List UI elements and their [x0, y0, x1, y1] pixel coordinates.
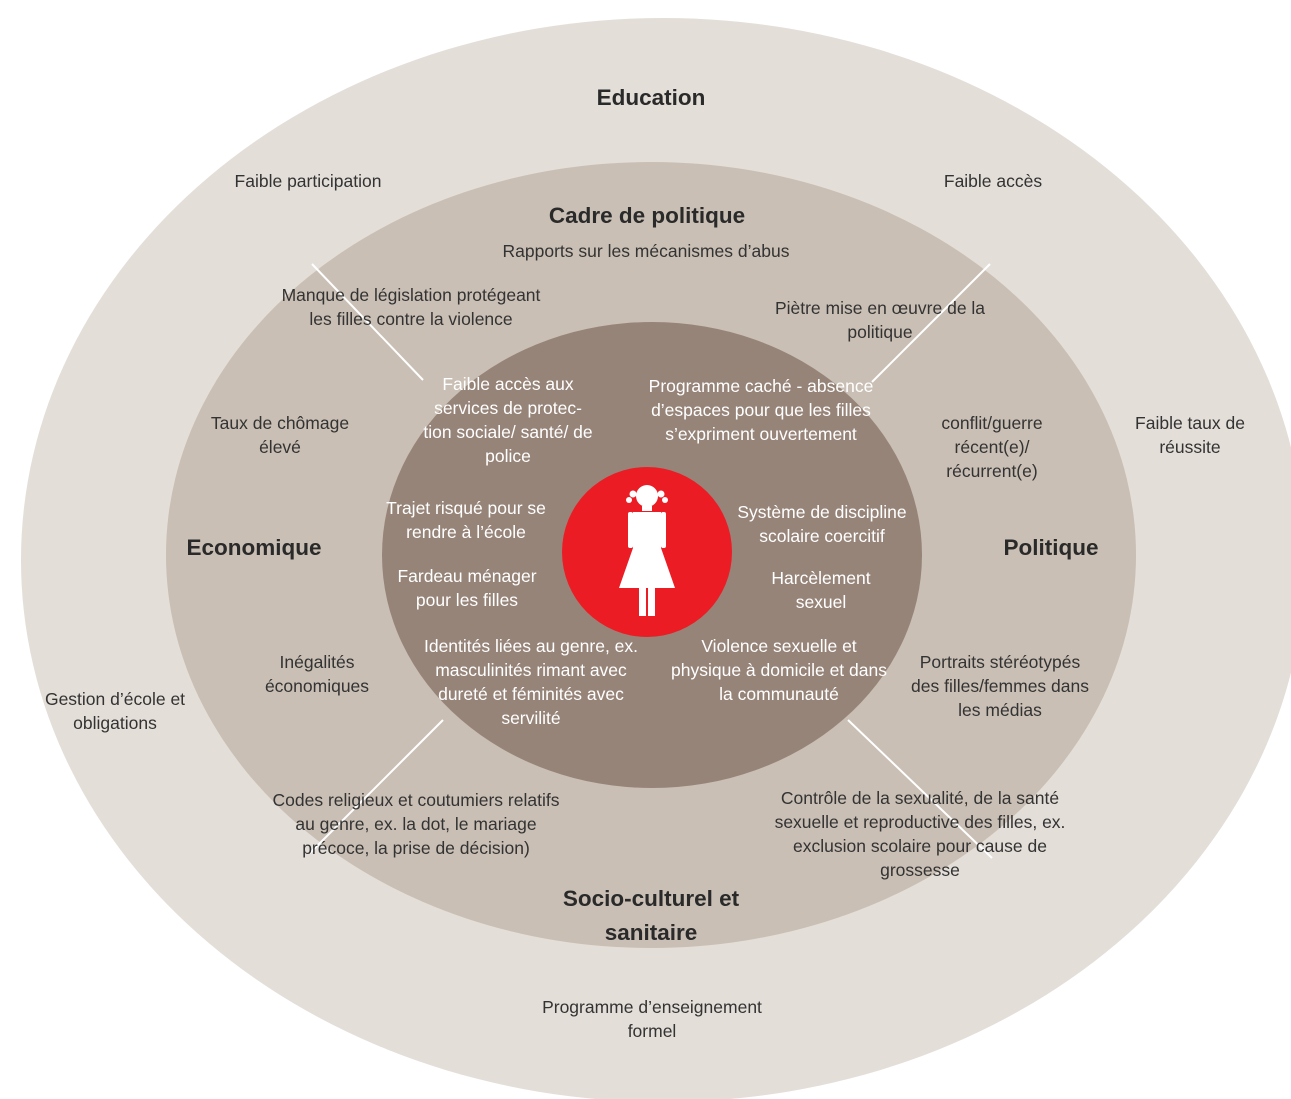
label-faible-taux-reussite: Faible taux de réussite: [1135, 413, 1245, 457]
label-pietre-mise-en-oeuvre: Piètre mise en œuvre de la politique: [774, 298, 986, 342]
heading-economique: Economique: [186, 535, 322, 560]
label-trajet-risque: Trajet risqué pour se rendre à l’école: [386, 498, 546, 542]
heading-education: Education: [596, 85, 706, 110]
heading-socio-culturel: Socio-culturel et sanitaire: [562, 886, 740, 945]
label-conflit-guerre: conflit/guerre récent(e)/ récurrent(e): [941, 413, 1043, 481]
label-codes-religieux: Codes religieux et coutumiers relatifs a…: [272, 790, 560, 858]
label-taux-chomage: Taux de chômage élevé: [210, 413, 350, 457]
label-controle-sexualite: Contrôle de la sexualité, de la santé se…: [774, 788, 1066, 880]
heading-cadre-de-politique: Cadre de politique: [548, 203, 746, 228]
label-inegalites-economiques: Inégalités économiques: [264, 652, 370, 696]
label-systeme-discipline: Système de discipline scolaire coercitif: [737, 502, 907, 546]
label-faible-acces-services: Faible accès aux services de protec-tion…: [423, 374, 593, 466]
divider-line-bottom-left: [309, 719, 444, 854]
label-manque-legislation: Manque de législation protégeant les fil…: [281, 285, 541, 329]
girl-icon: [619, 485, 675, 616]
label-programme-cache: Programme caché - absence d’espaces pour…: [648, 376, 874, 444]
label-gestion-ecole: Gestion d’école et obligations: [44, 689, 186, 733]
label-violence-domicile: Violence sexuelle et physique à domicile…: [671, 636, 887, 704]
divider-line-bottom-right: [847, 719, 993, 859]
label-portraits-stereotypes: Portraits stéréotypés des filles/femmes …: [911, 652, 1089, 720]
label-faible-acces: Faible accès: [943, 171, 1043, 191]
label-programme-formel: Programme d’enseignement formel: [542, 997, 762, 1041]
divider-line-top-right: [871, 263, 991, 383]
heading-politique: Politique: [1003, 535, 1099, 560]
label-identites-genre: Identités liées au genre, ex. masculinit…: [423, 636, 639, 728]
label-fardeau-menager: Fardeau ménager pour les filles: [397, 566, 537, 610]
label-faible-participation: Faible participation: [234, 171, 382, 191]
label-rapports-abus: Rapports sur les mécanismes d’abus: [502, 241, 790, 261]
label-harcelement-sexuel: Harcèlement sexuel: [771, 568, 871, 612]
divider-line-top-left: [311, 263, 424, 381]
